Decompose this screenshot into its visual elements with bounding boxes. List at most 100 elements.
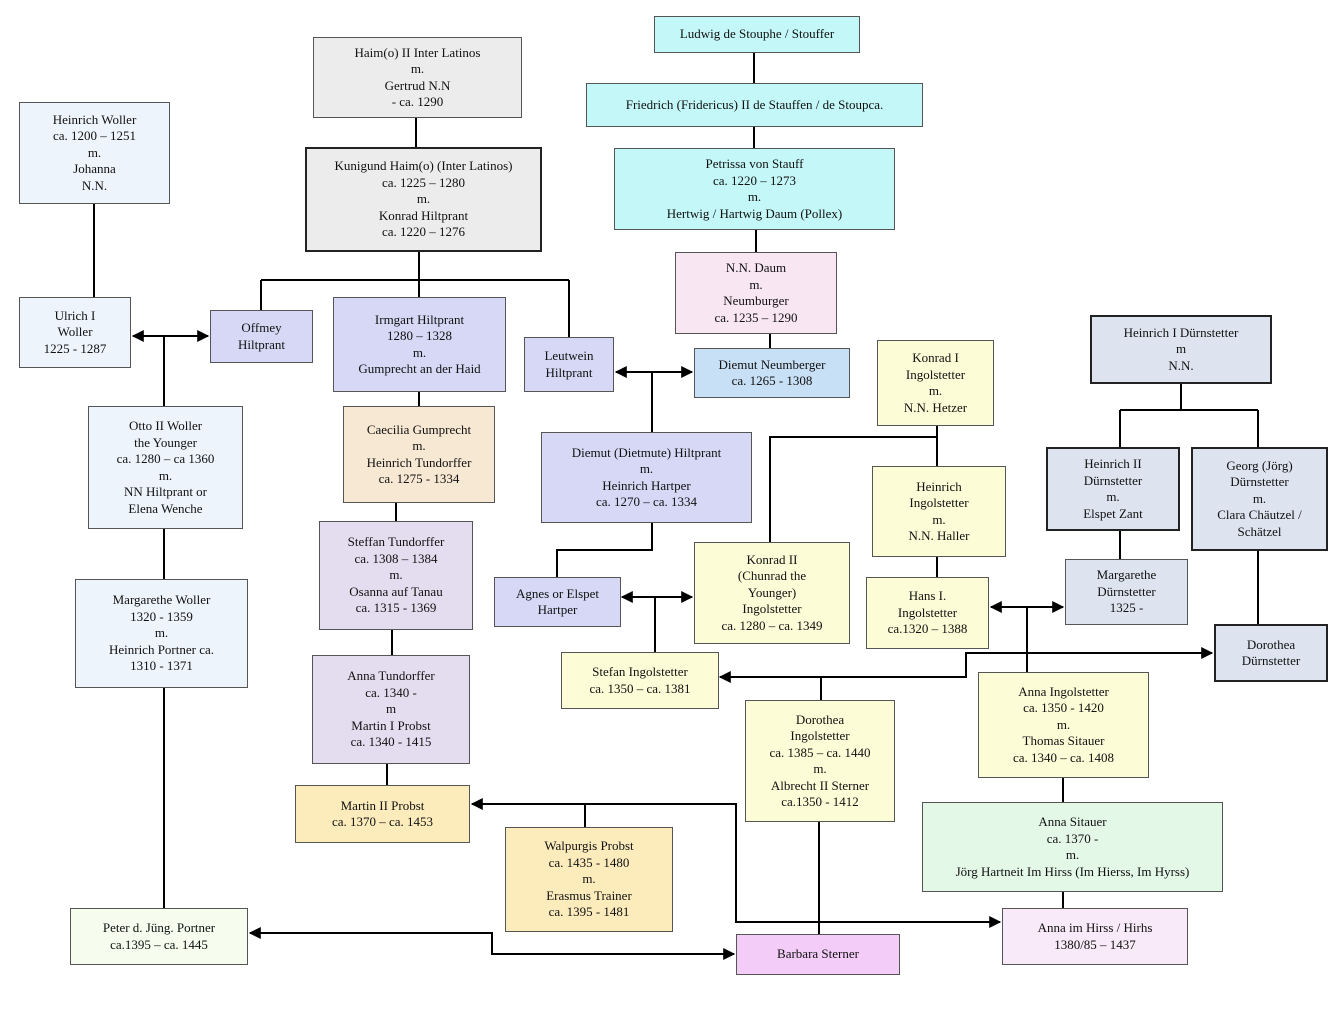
person-text-line: N.N. Hetzer <box>903 399 968 415</box>
person-text-line: m. <box>932 511 946 527</box>
person-text-line: ca.1320 – 1388 <box>887 621 968 637</box>
person-text-line: ca. 1340 - <box>365 684 417 700</box>
person-text-line: ca.1350 - 1412 <box>781 794 859 809</box>
person-text-line: ca. 1435 - 1480 <box>548 854 630 870</box>
person-text-line: ca. 1225 – 1280 <box>381 174 466 190</box>
person-text-line: ca. 1200 – 1251 <box>52 128 137 144</box>
person-text-line: Haim(o) II Inter Latinos <box>354 44 481 60</box>
person-text-line: m. <box>154 625 169 641</box>
person-text-line: Hiltprant <box>545 364 593 380</box>
person-text-line: Heinrich <box>916 478 962 494</box>
person-text-line: Albrecht II Sterner <box>770 777 870 793</box>
person-text-line: ca. 1280 – ca. 1349 <box>721 617 823 633</box>
person-text-line: m. <box>412 344 427 360</box>
person-text-line: Diemut Neumberger <box>718 356 826 372</box>
person-text-line: m. <box>412 438 426 453</box>
person-text-line: m. <box>416 191 431 207</box>
person-text-line: m <box>1175 341 1187 357</box>
person-text-line: NN Hiltprant or <box>123 484 208 499</box>
person-text-line: Jörg Hartneit Im Hirss (Im Hierss, Im Hy… <box>955 863 1190 879</box>
person-text-line: N.N. <box>1168 357 1194 373</box>
person-text-line: Walpurgis Probst <box>544 838 634 854</box>
person-text-line: ca. 1315 - 1369 <box>355 600 437 616</box>
person-text-line: Younger) <box>747 584 797 600</box>
person-text-line: m. <box>410 61 425 76</box>
person-text-line: m. <box>1252 490 1267 506</box>
person-text-line: ca. 1275 - 1334 <box>378 471 460 486</box>
person-text-line: ca. 1340 - 1415 <box>350 734 432 750</box>
person-text-line: Ingolstetter <box>905 366 966 382</box>
person-text-line: Ingolstetter <box>909 495 969 510</box>
line-peter-barbara <box>248 927 736 960</box>
person-text-line: 1325 - <box>1109 600 1144 616</box>
line-stefan-dorothea-d <box>718 647 1214 683</box>
person-text-line: Barbara Sterner <box>777 946 859 962</box>
person-text-line: Gumprecht an der Haid <box>358 361 481 376</box>
person-text-line: 1320 - 1359 <box>130 608 193 624</box>
person-text-line: Ingolstetter <box>742 601 802 617</box>
person-text-line: Offmey <box>241 320 282 335</box>
line-konrad-i-konrad-ii <box>769 436 937 542</box>
person-text-line: ca. 1395 - 1481 <box>548 904 630 920</box>
line-martin-anna-hirss <box>470 798 1002 928</box>
person-text-line: Ludwig de Stouphe / Stouffer <box>679 26 835 42</box>
person-text-line: Georg (Jörg) <box>1226 457 1293 473</box>
person-text-line: ca. 1385 – ca. 1440 <box>769 744 871 760</box>
person-text-line: Heinrich Woller <box>52 111 137 127</box>
person-text-line: m. <box>1056 716 1071 732</box>
person-text-line: Caecilia Gumprecht <box>366 421 472 437</box>
person-text-line: Hans I. <box>908 588 947 604</box>
person-text-line: m. <box>813 761 827 776</box>
person-text-line: Ingolstetter <box>897 604 958 620</box>
person-text-line: Diemut (Dietmute) Hiltprant <box>571 444 722 460</box>
person-box-kunigund: Kunigund Haim(o) (Inter Latinos)ca. 1225… <box>305 147 542 252</box>
person-text-line: Kunigund Haim(o) (Inter Latinos) <box>334 158 513 174</box>
person-text-line: ca. 1280 – ca 1360 <box>116 451 215 466</box>
person-text-line: Heinrich Hartper <box>602 477 691 493</box>
person-text-line: Dürnstetter <box>1097 583 1156 599</box>
person-text-line: Johanna <box>73 161 116 177</box>
person-text-line: ca. 1265 - 1308 <box>731 373 813 388</box>
person-text-line: Hartper <box>537 602 578 617</box>
person-text-line: Konrad I <box>912 350 959 365</box>
person-text-line: 1225 - 1287 <box>43 340 107 356</box>
person-text-line: ca. 1350 - 1420 <box>1023 700 1104 716</box>
person-text-line: - ca. 1290 <box>391 94 444 109</box>
person-text-line: ca. 1370 – ca. 1453 <box>331 814 434 829</box>
person-text-line: Anna Tundorffer <box>347 668 435 684</box>
person-text-line: m. <box>749 276 763 292</box>
person-text-line: ca. 1350 – ca. 1381 <box>589 680 691 696</box>
person-text-line: Margarethe <box>1096 567 1157 583</box>
person-text-line: Anna im Hirss / Hirhs <box>1037 920 1153 935</box>
line-diemut-agnes <box>556 523 653 577</box>
person-text-line: 1310 - 1371 <box>130 658 193 674</box>
person-text-line: N.N. <box>81 177 108 193</box>
person-text-line: m. <box>582 871 596 887</box>
person-text-line: Heinrich II <box>1084 456 1142 471</box>
person-text-line: ca.1395 – ca. 1445 <box>110 936 208 952</box>
person-text-line: N.N. Daum <box>725 260 787 275</box>
person-text-line: ca. 1370 - <box>1046 830 1099 846</box>
person-text-line: m. <box>639 461 654 476</box>
person-text-line: Thomas Sitauer <box>1022 733 1105 749</box>
